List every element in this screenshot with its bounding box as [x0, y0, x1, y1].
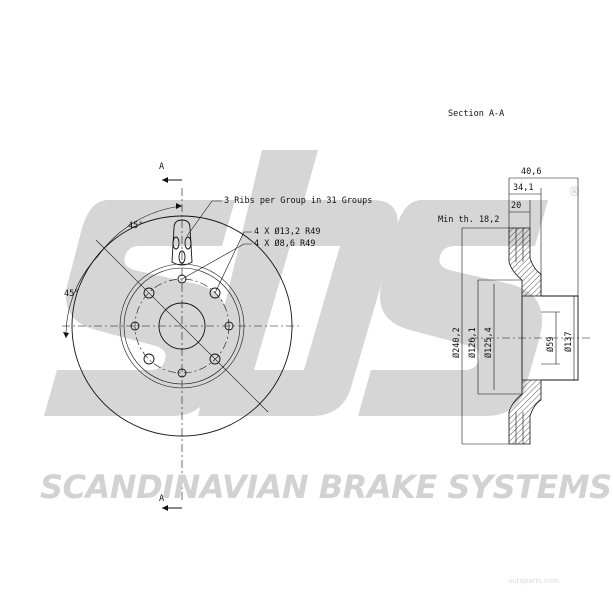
rib-window [171, 219, 193, 266]
section-marker-top: A [159, 162, 164, 172]
angle-label-left: 45° [64, 289, 79, 299]
section-marker-bottom: A [159, 494, 164, 504]
hole-spec-leader-1 [214, 231, 252, 294]
dim-hat-diameter-1: Ø126,1 [467, 327, 478, 358]
brand-slogan: SCANDINAVIAN BRAKE SYSTEMS [40, 468, 612, 506]
watermark-text: autoparts.com [508, 577, 559, 585]
bolt-hole [143, 287, 155, 299]
section-arrow-bottom [162, 505, 168, 511]
angle-arc-upper [97, 205, 183, 257]
diagonal-centerline [95, 239, 269, 413]
bolt-hole [209, 353, 221, 365]
dim-hat-height: 34,1 [513, 183, 533, 193]
section-a-a-view: Section A-A Ø240,2 Ø126,1 Ø125,4 Ø59 Ø13… [438, 109, 590, 445]
angle-arrow [63, 332, 69, 338]
dim-outer-diameter: Ø240,2 [451, 327, 462, 358]
bolt-hole [209, 287, 221, 299]
dim-thickness: 20 [511, 201, 521, 211]
angle-label-upper: 45° [128, 221, 143, 231]
angle-arrow [176, 203, 182, 209]
ribs-note: 3 Ribs per Group in 31 Groups [224, 196, 372, 206]
hole-spec-2: 4 X Ø8,6 R49 [254, 238, 315, 249]
section-title: Section A-A [448, 109, 504, 119]
bolt-hole [143, 353, 155, 365]
dim-overall-width: 40,6 [521, 167, 541, 177]
angle-arc-left [65, 255, 99, 339]
rib-element [172, 236, 180, 250]
disc-front-view: 45° 45° A A 3 Ribs per Group in 31 Group… [62, 162, 372, 511]
sbs-logo [44, 150, 548, 416]
min-thickness-label: Min th. 18,2 [438, 215, 499, 225]
hole-spec-1: 4 X Ø13,2 R49 [254, 226, 321, 237]
dim-hat-diameter-2: Ø125,4 [483, 327, 494, 358]
dim-hub-diameter: Ø137 [563, 332, 574, 352]
section-arrow-top [162, 177, 168, 183]
ribs-leader [186, 200, 222, 237]
dim-center-bore: Ø59 [545, 337, 556, 352]
hole-spec-leader-2 [181, 243, 252, 280]
registered-mark: ® [568, 185, 581, 200]
rib-element [178, 250, 186, 264]
rib-element [184, 236, 192, 250]
